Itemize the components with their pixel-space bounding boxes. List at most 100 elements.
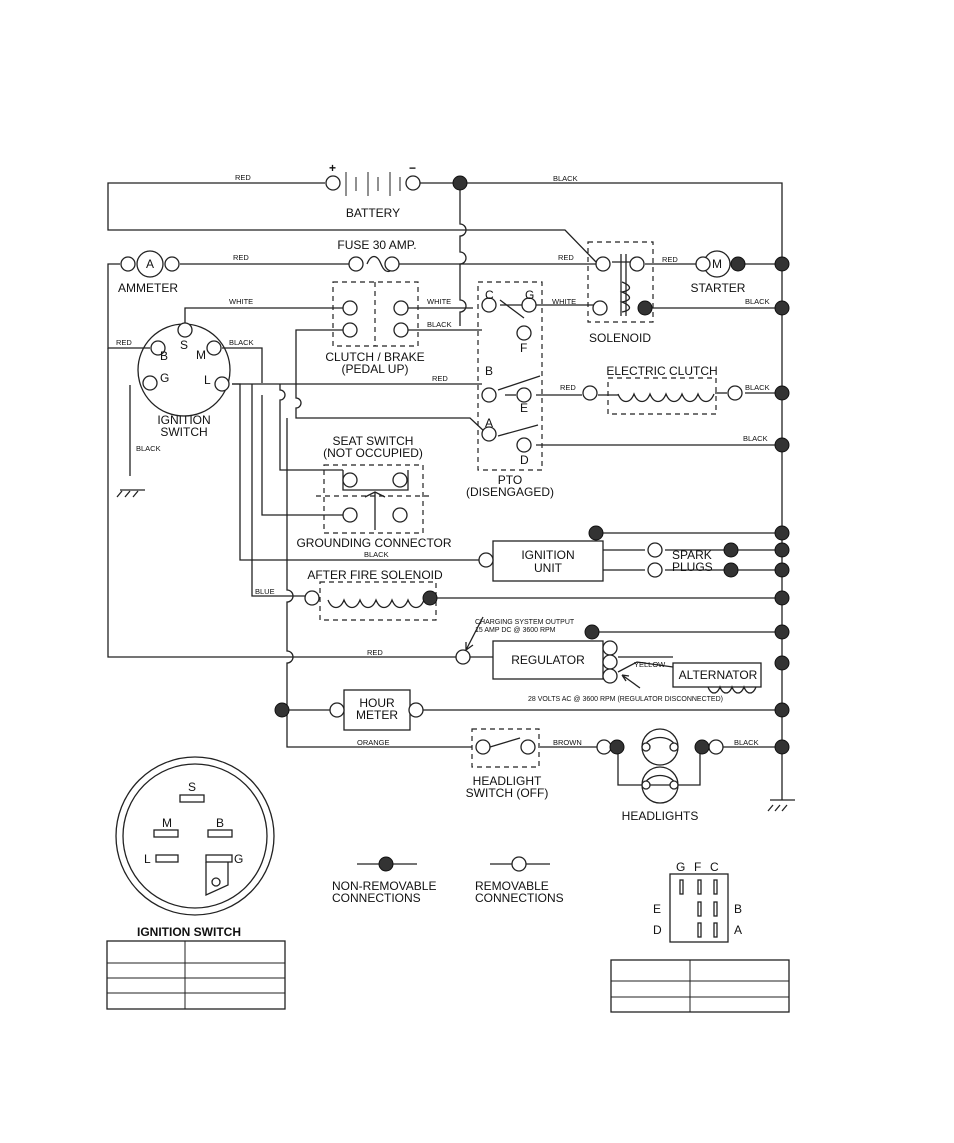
pto-terminal-b: B <box>485 364 493 378</box>
wire-label-red: RED <box>233 253 249 262</box>
battery-minus: − <box>409 161 416 175</box>
after-fire-label: AFTER FIRE SOLENOID <box>307 568 443 582</box>
pto-contact-b <box>497 375 541 391</box>
wire-label-orange: ORANGE <box>357 738 390 747</box>
spark-plugs-sub: PLUGS <box>672 560 713 574</box>
detail-l: L <box>144 852 151 866</box>
labels: RED BLACK RED RED RED BLACK WHITE WHITE … <box>116 161 770 939</box>
table-right <box>610 959 790 1013</box>
headlight-switch-label: HEADLIGHT <box>473 774 542 788</box>
hour-meter-sub: METER <box>356 708 398 722</box>
solenoid-label: SOLENOID <box>589 331 651 345</box>
nonremovable-terminals <box>274 175 790 755</box>
ignition-detail-title: IGNITION SWITCH <box>137 925 241 939</box>
wire-label-white: WHITE <box>229 297 253 306</box>
hour-meter-label: HOUR <box>359 696 395 710</box>
pto-detail-b: B <box>734 902 742 916</box>
pto-contact-c <box>499 299 525 319</box>
wires <box>107 182 795 812</box>
wire-label-black: BLACK <box>745 297 770 306</box>
battery <box>345 172 401 196</box>
solenoid-coil <box>619 281 631 313</box>
fuse-label: FUSE 30 AMP. <box>337 238 416 252</box>
alternator-coil <box>707 685 757 694</box>
ignition-unit-sub: UNIT <box>534 561 563 575</box>
detail-s: S <box>188 780 196 794</box>
pto-terminal-e: E <box>520 401 528 415</box>
legend-nonremovable-sub: CONNECTIONS <box>332 891 421 905</box>
grounding-connector-label: GROUNDING CONNECTOR <box>296 536 451 550</box>
electric-clutch-label: ELECTRIC CLUTCH <box>606 364 717 378</box>
legend <box>357 856 550 872</box>
seat-switch-plunger <box>364 491 386 530</box>
pto-terminal-a: A <box>485 416 493 430</box>
ign-terminal-s: S <box>180 338 188 352</box>
detail-b: B <box>216 816 224 830</box>
headlight-switch-sub: SWITCH (OFF) <box>466 786 549 800</box>
wire-label-black: BLACK <box>743 434 768 443</box>
wire-label-yellow: YELLOW <box>634 660 666 669</box>
legend-removable: REMOVABLE <box>475 879 549 893</box>
pto-detail-d: D <box>653 923 662 937</box>
electric-clutch-coil <box>617 392 715 403</box>
wire-label-red: RED <box>662 255 678 264</box>
pto-detail-e: E <box>653 902 661 916</box>
headlight-switch-box <box>471 728 540 768</box>
battery-plus: + <box>329 161 336 175</box>
wire-label-blue: BLUE <box>255 587 275 596</box>
ignition-switch-label: IGNITION <box>157 413 210 427</box>
pto-box <box>477 281 543 471</box>
wire-label-red: RED <box>116 338 132 347</box>
wire-label-black: BLACK <box>136 444 161 453</box>
removable-terminals <box>120 175 743 790</box>
pto-detail-g: G <box>676 860 685 874</box>
charging-arrow <box>465 616 484 651</box>
pto-detail-a: A <box>734 923 742 937</box>
wire-label-white: WHITE <box>427 297 451 306</box>
ammeter-label: AMMETER <box>118 281 178 295</box>
wire-label-black: BLACK <box>427 320 452 329</box>
pto-terminal-g: G <box>525 288 534 302</box>
electric-clutch-box <box>607 377 717 415</box>
wire-label-black: BLACK <box>364 550 389 559</box>
alternator-label: ALTERNATOR <box>679 668 758 682</box>
legend-nonremovable: NON-REMOVABLE <box>332 879 436 893</box>
charging-sub: 15 AMP DC @ 3600 RPM <box>475 627 556 634</box>
wire-label-black: BLACK <box>229 338 254 347</box>
ignition-switch-sub: SWITCH <box>160 425 207 439</box>
ign-terminal-m: M <box>196 348 206 362</box>
spark-plugs-label: SPARK <box>672 548 712 562</box>
alternator-note: 28 VOLTS AC @ 3600 RPM (REGULATOR DISCON… <box>528 696 723 703</box>
starter-label: STARTER <box>691 281 746 295</box>
pto-label: PTO <box>498 473 522 487</box>
ign-terminal-g: G <box>160 371 169 385</box>
pto-sub: (DISENGAGED) <box>466 485 554 499</box>
wire-label-black: BLACK <box>745 383 770 392</box>
table-left <box>106 940 286 1010</box>
detail-m: M <box>162 816 172 830</box>
seat-switch-label: SEAT SWITCH <box>333 434 414 448</box>
after-fire-coil <box>327 598 425 609</box>
detail-g: G <box>234 852 243 866</box>
legend-removable-sub: CONNECTIONS <box>475 891 564 905</box>
wire-label-red: RED <box>558 253 574 262</box>
headlights-label: HEADLIGHTS <box>622 809 699 823</box>
wire-label-red: RED <box>235 173 251 182</box>
ign-terminal-l: L <box>204 373 211 387</box>
wire-label-red: RED <box>432 374 448 383</box>
clutch-brake-sub: (PEDAL UP) <box>342 362 409 376</box>
regulator-label: REGULATOR <box>511 653 585 667</box>
ammeter-symbol <box>136 250 164 278</box>
pto-terminal-d: D <box>520 453 529 467</box>
charging-label: CHARGING SYSTEM OUTPUT <box>475 619 575 626</box>
seat-switch-box <box>323 464 424 534</box>
pto-contact-a <box>497 424 539 437</box>
wire-label-white: WHITE <box>552 297 576 306</box>
wire-label-red: RED <box>367 648 383 657</box>
seat-switch-sub: (NOT OCCUPIED) <box>323 446 423 460</box>
pto-detail-f: F <box>694 860 701 874</box>
starter-symbol-label: M <box>712 257 722 271</box>
clutch-brake-label: CLUTCH / BRAKE <box>325 350 424 364</box>
wire-label-brown: BROWN <box>553 738 582 747</box>
